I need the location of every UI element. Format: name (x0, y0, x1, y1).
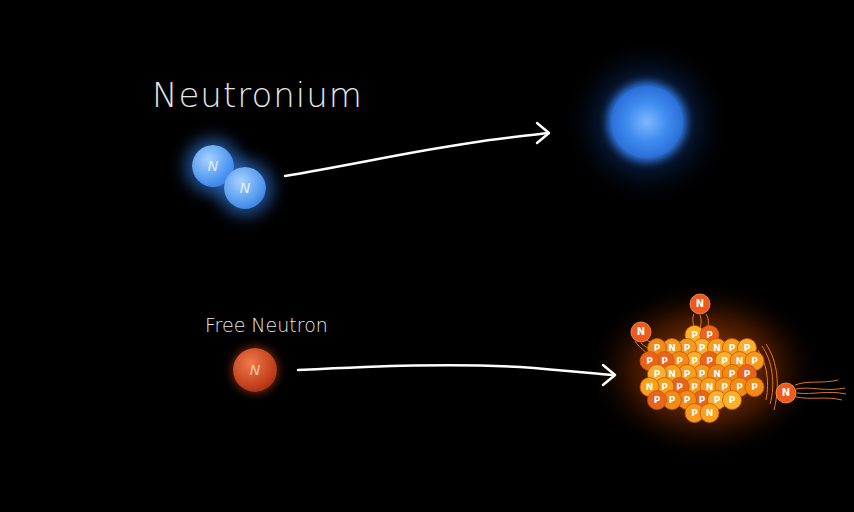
arrow-head (537, 123, 549, 143)
nucleon (648, 391, 667, 410)
emitted-neutron-letter: N (696, 299, 704, 309)
nucleon-letter: P (721, 383, 728, 392)
nucleon-letter: P (699, 344, 706, 353)
node-heading: Free Neutron (205, 314, 328, 336)
nucleon-letter: P (684, 396, 691, 405)
nucleon-letter: P (654, 396, 661, 405)
neutron-trails (635, 314, 846, 410)
neutron-ball: N (224, 167, 266, 209)
nucleon-letter: P (691, 383, 698, 392)
nucleon-letter: P (684, 344, 691, 353)
nucleon-letter: N (713, 344, 721, 353)
arrow-head (603, 365, 615, 385)
nucleon-letter: P (744, 344, 751, 353)
nucleon-letter: P (736, 383, 743, 392)
emitted-neutron (776, 383, 796, 403)
nucleus-glow (585, 280, 825, 460)
nucleon-letter: N (713, 370, 721, 379)
nucleon-letter: P (676, 357, 683, 366)
nucleon (723, 391, 742, 410)
nucleon-letter: N (668, 370, 676, 379)
nucleon-letter: P (699, 370, 706, 379)
nucleon-letter: P (729, 370, 736, 379)
nucleon-letter: P (691, 357, 698, 366)
nucleon-letter: P (691, 409, 698, 418)
nucleon-letter: P (706, 331, 713, 340)
particle-letter: N (250, 362, 260, 378)
diagram-label: Neutronium (152, 78, 363, 112)
nucleon-letter: P (661, 357, 668, 366)
nucleon-letter: P (654, 370, 661, 379)
nucleon-letter: P (751, 357, 758, 366)
nucleon-letter: P (646, 357, 653, 366)
nucleon (700, 404, 719, 423)
nucleon-letter: P (676, 383, 683, 392)
emitted-neutron-letter: N (782, 388, 790, 398)
nucleon-letter: P (669, 396, 676, 405)
emitted-neutron (631, 322, 651, 342)
emitted-neutron (690, 294, 710, 314)
nucleon-letter: N (736, 357, 744, 366)
nucleon-letter: P (744, 370, 751, 379)
nucleon-letter: N (668, 344, 676, 353)
nucleon-letter: P (706, 357, 713, 366)
nucleon-letter: P (691, 331, 698, 340)
nucleon-letter: P (729, 344, 736, 353)
nucleon-letter: P (729, 396, 736, 405)
nucleon-letter: N (646, 383, 654, 392)
nucleon-letter: P (751, 383, 758, 392)
nucleon-letter: P (684, 370, 691, 379)
arrow (298, 365, 614, 375)
nucleon-letter: P (721, 357, 728, 366)
neutron-star-core (611, 86, 683, 158)
arrow (285, 133, 548, 176)
particle-letter: N (208, 158, 218, 174)
nucleon (745, 378, 764, 397)
free-neutron-ball: Free NeutronN (233, 348, 277, 392)
blob-glow (562, 37, 732, 207)
nucleon-letter: P (661, 383, 668, 392)
nucleon-letter: N (706, 383, 714, 392)
neutron-star-blob (607, 82, 687, 162)
nucleon-letter: P (654, 344, 661, 353)
nucleon-letter: P (714, 396, 721, 405)
particle-letter: N (240, 180, 250, 196)
emitted-neutron-letter: N (637, 327, 645, 337)
nucleon-letter: P (699, 396, 706, 405)
nucleon-letter: N (706, 409, 714, 418)
